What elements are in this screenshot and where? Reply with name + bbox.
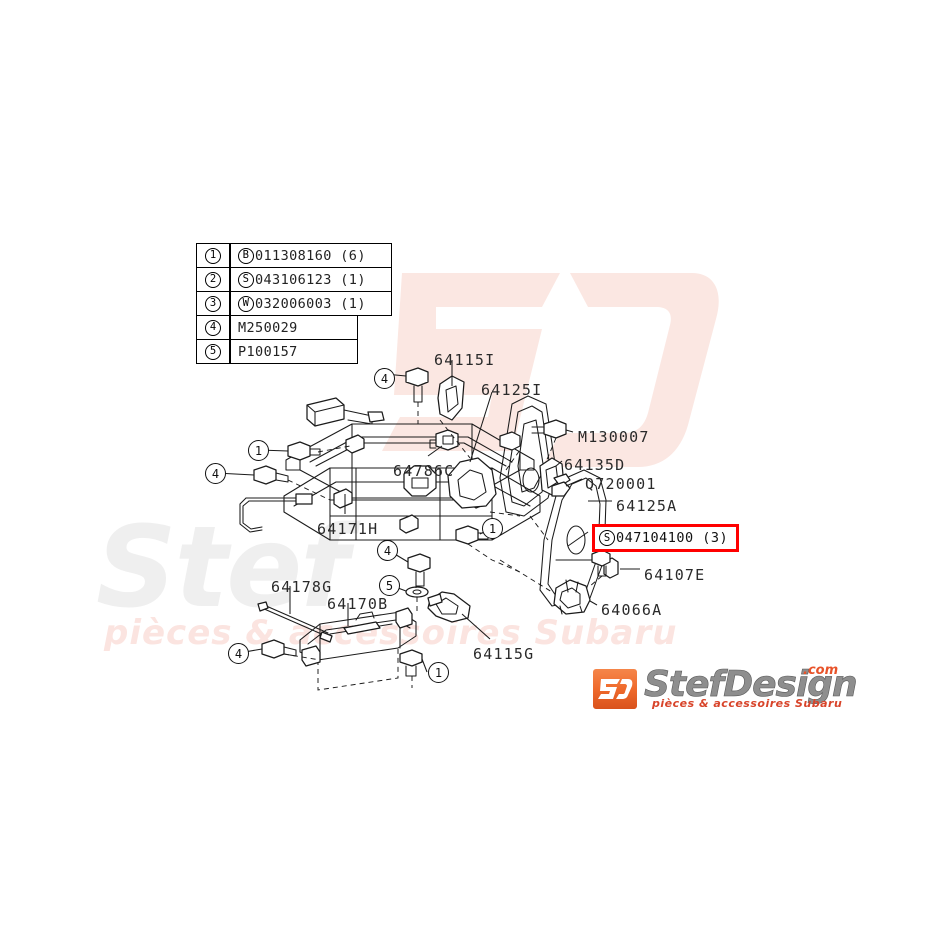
legend-row-text: P100157 bbox=[231, 340, 298, 363]
label-Q720001: Q720001 bbox=[585, 475, 657, 493]
callout-1-left: 1 bbox=[248, 440, 269, 461]
recliner-bracket bbox=[437, 375, 607, 607]
sd-logo-mark bbox=[593, 669, 637, 709]
label-64170B: 64170B bbox=[327, 595, 389, 613]
callout-4-top: 4 bbox=[374, 368, 395, 389]
stefdesign-logo: StefDesign .com pièces & accessoires Sub… bbox=[592, 663, 858, 718]
legend-part-code: 032006003 (1) bbox=[255, 295, 366, 312]
callout-5-low: 5 bbox=[379, 575, 400, 596]
highlighted-part-code: 047104100 (3) bbox=[616, 530, 729, 546]
label-64115G: 64115G bbox=[473, 645, 535, 663]
legend-part-code: 043106123 (1) bbox=[255, 271, 366, 288]
circled-number: 3 bbox=[205, 295, 221, 312]
logo-wordmark: StefDesign bbox=[644, 664, 858, 706]
label-64178G: 64178G bbox=[271, 578, 333, 596]
prefix-badge-s: S bbox=[238, 271, 254, 288]
prefix-badge-b: B bbox=[238, 247, 254, 264]
legend-row-text: W 032006003 (1) bbox=[231, 292, 366, 315]
legend-row-text: M250029 bbox=[231, 316, 298, 339]
label-64107E: 64107E bbox=[644, 566, 706, 584]
legend-row-text: S 043106123 (1) bbox=[231, 268, 366, 291]
assembly-guides bbox=[283, 402, 603, 688]
legend-row: 3 W 032006003 (1) bbox=[196, 292, 392, 316]
legend-row-number: 5 bbox=[197, 340, 231, 363]
legend-part-code: P100157 bbox=[238, 343, 298, 360]
callout-4-left: 4 bbox=[205, 463, 226, 484]
label-64171H: 64171H bbox=[317, 520, 379, 538]
connector-block-64066A bbox=[553, 579, 591, 615]
circled-number: 5 bbox=[205, 343, 221, 360]
legend-row: 4 M250029 bbox=[196, 316, 358, 340]
label-64135D: 64135D bbox=[564, 456, 626, 474]
legend-row-number: 4 bbox=[197, 316, 231, 339]
legend-row: 5 P100157 bbox=[196, 340, 358, 364]
legend-part-code: 011308160 (6) bbox=[255, 247, 366, 264]
lower-rail-assembly bbox=[257, 591, 471, 691]
legend-row-number: 1 bbox=[197, 244, 231, 267]
label-64125A: 64125A bbox=[616, 497, 678, 515]
callout-4-bottom: 4 bbox=[228, 643, 249, 664]
legend-row-number: 3 bbox=[197, 292, 231, 315]
circled-number: 2 bbox=[205, 271, 221, 288]
parts-legend-table: 1 B 011308160 (6) 2 S 043106123 (1) 3 W … bbox=[196, 243, 392, 364]
callout-1-bottom: 1 bbox=[428, 662, 449, 683]
legend-row-number: 2 bbox=[197, 268, 231, 291]
callout-4-mid: 4 bbox=[377, 540, 398, 561]
label-M130007: M130007 bbox=[578, 428, 650, 446]
callout-1-mid: 1 bbox=[482, 518, 503, 539]
logo-dotcom: .com bbox=[803, 663, 839, 678]
leader-lines bbox=[215, 360, 640, 673]
label-64125I: 64125I bbox=[481, 381, 543, 399]
legend-row: 2 S 043106123 (1) bbox=[196, 268, 392, 292]
circled-number: 1 bbox=[205, 247, 221, 264]
legend-row-text: B 011308160 (6) bbox=[231, 244, 366, 267]
logo-tagline: pièces & accessoires Subaru bbox=[652, 697, 843, 710]
legend-row: 1 B 011308160 (6) bbox=[196, 243, 392, 268]
circled-number: 4 bbox=[205, 319, 221, 336]
prefix-badge-s: S bbox=[599, 530, 615, 546]
highlighted-part-number-box: S 047104100 (3) bbox=[592, 524, 739, 552]
label-64786C: 64786C bbox=[393, 462, 455, 480]
legend-part-code: M250029 bbox=[238, 319, 298, 336]
label-64066A: 64066A bbox=[601, 601, 663, 619]
label-64115I: 64115I bbox=[434, 351, 496, 369]
prefix-badge-w: W bbox=[238, 295, 254, 312]
